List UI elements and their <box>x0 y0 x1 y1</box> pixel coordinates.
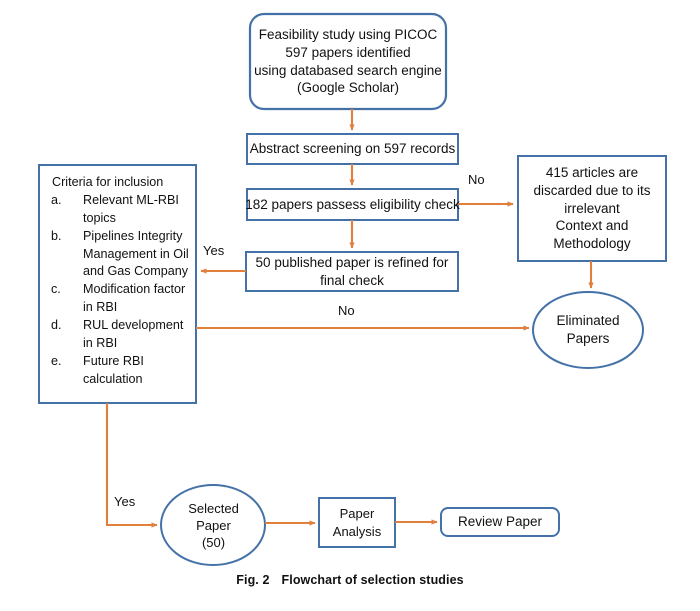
edge-label-yes-left: Yes <box>203 243 225 258</box>
figure-caption-label: Fig. 2 <box>236 573 270 587</box>
criteria-title: Criteria for inclusion <box>52 175 164 189</box>
discarded-box-outline <box>517 155 667 262</box>
feasibility-box-outline <box>248 12 448 111</box>
criteria-item-e: Future RBI calculation <box>51 353 144 386</box>
edge-label-no-mid: No <box>338 303 355 318</box>
figure-caption: Fig. 2 Flowchart of selection studies <box>0 573 700 587</box>
selected-paper-ellipse-outline <box>160 484 266 566</box>
criteria-item-b: Pipelines Integrity Management in Oil an… <box>51 228 189 279</box>
criteria-node: Criteria for inclusion Relevant ML-RBI t… <box>39 165 196 403</box>
edge-label-no-top: No <box>468 172 485 187</box>
figure-caption-text: Flowchart of selection studies <box>281 573 464 587</box>
eliminated-papers-ellipse-outline <box>532 291 644 369</box>
eligibility-box-outline <box>246 188 459 221</box>
criteria-item-d: RUL development in RBI <box>51 317 184 350</box>
review-paper-box-outline <box>440 507 560 537</box>
connector-criteria-to-selected <box>105 403 158 528</box>
criteria-item-c: Modification factor in RBI <box>51 281 186 315</box>
criteria-list: Relevant ML-RBI topics Pipelines Integri… <box>50 192 190 389</box>
edge-label-yes-bottom: Yes <box>114 494 136 509</box>
abstract-screening-box-outline <box>246 133 459 165</box>
paper-analysis-box-outline <box>318 497 396 548</box>
criteria-item-a: Relevant ML-RBI topics <box>51 192 179 225</box>
refined-box-outline <box>245 251 459 292</box>
